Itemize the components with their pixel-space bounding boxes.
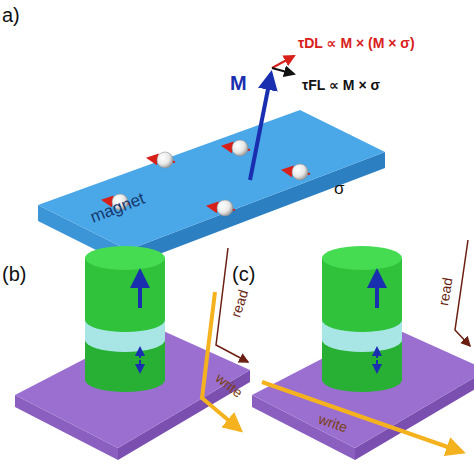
field-torque-arrow (272, 68, 294, 74)
device-b (15, 246, 250, 460)
device-c (252, 240, 474, 460)
torque-formula: τDL ∝ M × (M × σ) (298, 36, 415, 51)
panel-letter: a) (2, 4, 20, 26)
magnetization-arrow (250, 74, 271, 180)
vector-label: M (230, 72, 247, 94)
magnet-slab (38, 110, 385, 266)
damping-torque-arrow (272, 56, 294, 68)
current-label: read (228, 288, 251, 319)
electron (157, 152, 173, 168)
current-label: read (436, 277, 456, 307)
electron (217, 200, 233, 216)
panel-letter: (c) (232, 263, 255, 285)
electron (232, 140, 248, 156)
spin-label: σ (334, 180, 345, 199)
panel-letter: (b) (2, 263, 26, 285)
torque-formula: τFL ∝ M × σ (302, 78, 380, 93)
electron (292, 164, 308, 180)
